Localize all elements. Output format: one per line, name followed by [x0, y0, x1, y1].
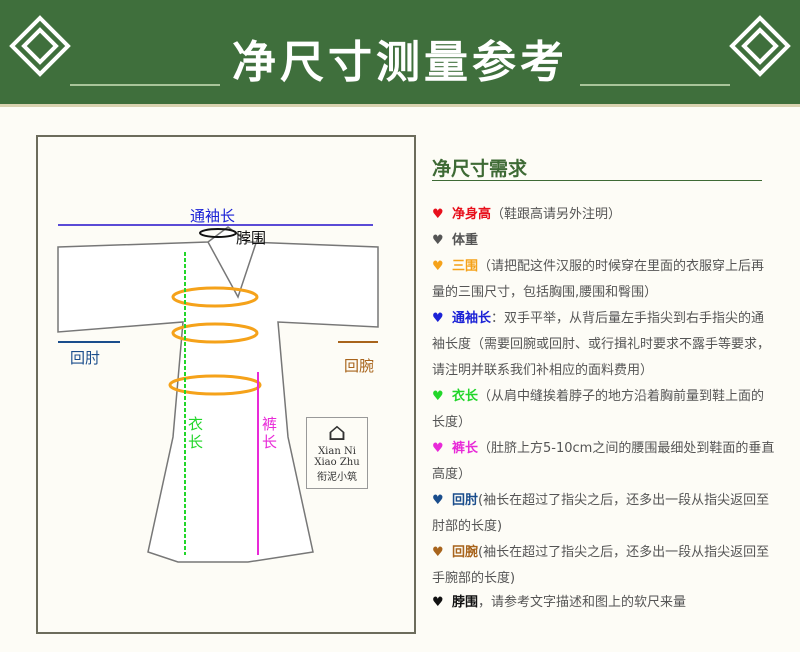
- divider: [432, 180, 762, 181]
- heart-icon: ♥: [432, 545, 444, 560]
- item-key: 净身高: [452, 207, 492, 222]
- item-desc: （鞋跟高请另外注明）: [491, 207, 622, 222]
- item-key: 通袖长: [452, 311, 492, 326]
- item-key: 回腕: [452, 545, 479, 560]
- requirement-item: ♥ 回肘(袖长在超过了指尖之后，还多出一段从指尖返回至肘部的长度): [432, 488, 777, 540]
- label-wrist: 回腕: [344, 357, 375, 375]
- label-neck: 脖围: [236, 229, 267, 247]
- item-desc: (袖长在超过了指尖之后，还多出一段从指尖返回至肘部的长度): [432, 493, 770, 534]
- label-elbow: 回肘: [70, 349, 101, 367]
- page-title: 净尺寸测量参考: [232, 37, 568, 88]
- label-garment: 衣长: [188, 415, 204, 451]
- requirement-item: ♥ 脖围，请参考文字描述和图上的软尺来量: [432, 590, 777, 616]
- requirement-item: ♥ 回腕(袖长在超过了指尖之后，还多出一段从指尖返回至手腕部的长度): [432, 540, 777, 592]
- item-key: 衣长: [452, 389, 479, 404]
- heart-icon: ♥: [432, 595, 444, 610]
- requirement-item: ♥ 净身高（鞋跟高请另外注明）: [432, 202, 777, 228]
- panel-title: 净尺寸需求: [432, 158, 528, 180]
- item-desc: ：双手平举，从背后量左手指尖到右手指尖的通袖长度（需要回腕或回肘、或行揖礼时要求…: [432, 311, 771, 378]
- robe-diagram: [57, 224, 379, 563]
- requirement-item: ♥ 通袖长：双手平举，从背后量左手指尖到右手指尖的通袖长度（需要回腕或回肘、或行揖…: [432, 306, 777, 384]
- item-key: 回肘: [452, 493, 479, 508]
- item-desc: (袖长在超过了指尖之后，还多出一段从指尖返回至手腕部的长度): [432, 545, 770, 586]
- requirement-item: ♥ 衣长（从肩中缝挨着脖子的地方沿着胸前量到鞋上面的长度）: [432, 384, 777, 436]
- ornament-icon: [729, 15, 791, 77]
- divider: [580, 84, 730, 86]
- item-desc: ，请参考文字描述和图上的软尺来量: [478, 595, 687, 610]
- item-desc: （请把配这件汉服的时候穿在里面的衣服穿上后再量的三围尺寸，包括胸围,腰围和臀围）: [432, 259, 765, 300]
- heart-icon: ♥: [432, 493, 444, 508]
- requirement-item: ♥ 裤长（肚脐上方5-10cm之间的腰围最细处到鞋面的垂直高度）: [432, 436, 777, 488]
- requirement-item: ♥ 三围（请把配这件汉服的时候穿在里面的衣服穿上后再量的三围尺寸，包括胸围,腰围和…: [432, 254, 777, 306]
- heart-icon: ♥: [432, 207, 444, 222]
- heart-icon: ♥: [432, 311, 444, 326]
- ornament-icon: [9, 15, 71, 77]
- heart-icon: ♥: [432, 389, 444, 404]
- item-key: 体重: [452, 233, 479, 248]
- label-sleeve: 通袖长: [190, 207, 236, 225]
- header-banner: 净尺寸测量参考: [0, 0, 800, 107]
- divider: [70, 84, 220, 86]
- requirement-item: ♥ 体重: [432, 228, 777, 254]
- heart-icon: ♥: [432, 233, 444, 248]
- label-pants: 裤长: [262, 415, 278, 451]
- item-desc: （从肩中缝挨着脖子的地方沿着胸前量到鞋上面的长度）: [432, 389, 765, 430]
- item-key: 脖围: [452, 595, 479, 610]
- heart-icon: ♥: [432, 441, 444, 456]
- item-desc: （肚脐上方5-10cm之间的腰围最细处到鞋面的垂直高度）: [432, 441, 775, 482]
- item-key: 三围: [452, 259, 479, 274]
- item-key: 裤长: [452, 441, 479, 456]
- heart-icon: ♥: [432, 259, 444, 274]
